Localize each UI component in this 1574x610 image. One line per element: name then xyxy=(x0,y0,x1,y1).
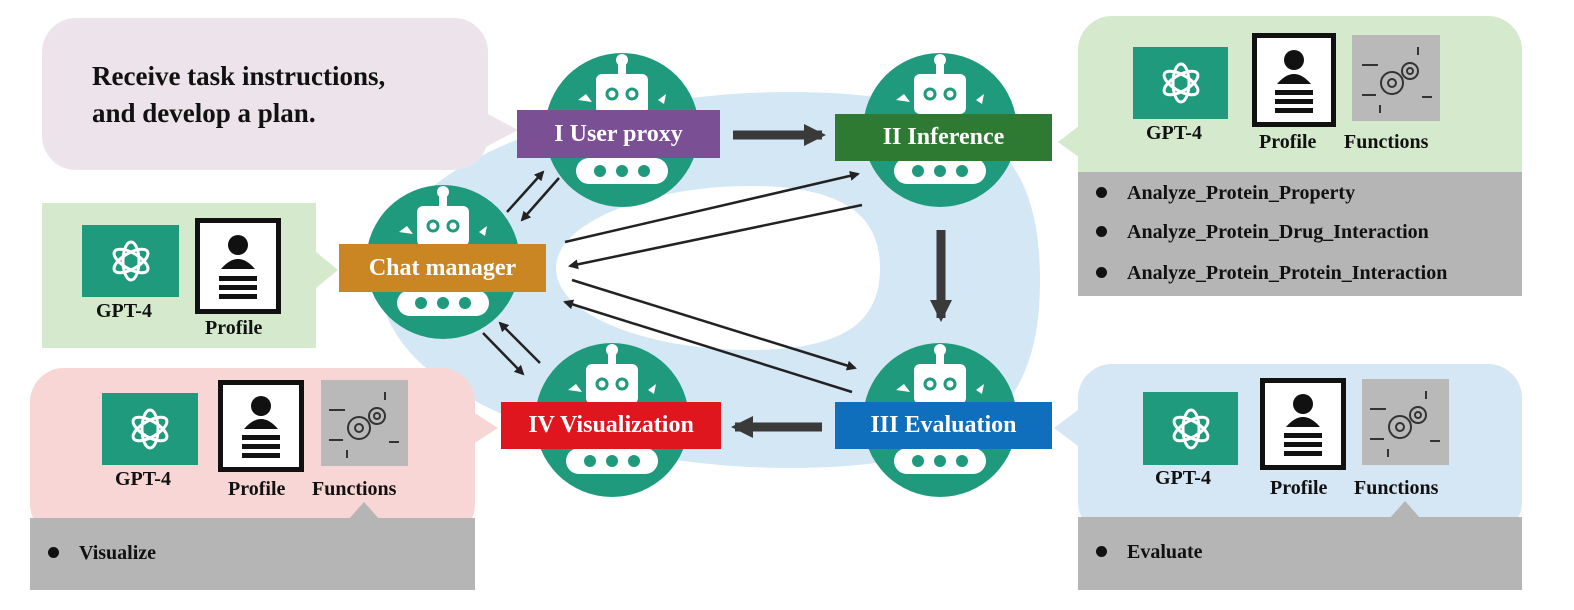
profile-card-icon xyxy=(1252,33,1336,127)
function-item: Analyze_Protein_Property xyxy=(1096,182,1355,205)
arrow-chat-to-visualization xyxy=(498,321,541,364)
evaluation-model-label: GPT-4 xyxy=(1155,467,1211,489)
evaluation-panel-tail xyxy=(1054,410,1078,446)
arrow-inference-to-chat xyxy=(568,203,863,270)
inference-profile-label: Profile xyxy=(1259,131,1317,153)
ring-background xyxy=(380,92,1040,468)
task-line-1: Receive task instructions, xyxy=(92,61,386,91)
task-line-2: and develop a plan. xyxy=(92,98,316,128)
visualization-profile-label: Profile xyxy=(228,478,286,500)
arrow-evaluation-to-chat xyxy=(563,299,853,394)
chat-manager-model-label: GPT-4 xyxy=(96,300,152,322)
openai-logo-icon xyxy=(102,393,198,465)
gears-circuit-icon xyxy=(321,380,408,466)
visualization-list-pointer xyxy=(348,502,380,520)
agent-label-user-proxy[interactable]: I User proxy xyxy=(517,110,720,158)
openai-logo-icon xyxy=(1133,47,1228,119)
arrow-chat-to-inference xyxy=(564,170,860,244)
evaluation-list-pointer xyxy=(1389,501,1421,519)
function-item-label: Visualize xyxy=(79,542,157,564)
inference-panel-tail xyxy=(1058,125,1080,158)
function-item-label: Analyze_Protein_Drug_Interaction xyxy=(1127,221,1429,243)
function-item-label: Analyze_Protein_Protein_Interaction xyxy=(1127,262,1448,284)
openai-logo-icon xyxy=(1143,392,1238,465)
function-item: Evaluate xyxy=(1096,541,1203,564)
function-item-label: Evaluate xyxy=(1127,541,1203,563)
task-bubble-tail xyxy=(484,112,518,148)
visualization-functions-label: Functions xyxy=(312,478,397,500)
chat-panel-tail xyxy=(316,252,338,288)
arrow-chat-to-userproxy xyxy=(506,170,545,213)
visualization-model-label: GPT-4 xyxy=(115,468,171,490)
function-item-label: Analyze_Protein_Property xyxy=(1127,182,1356,204)
function-item: Visualize xyxy=(48,542,156,565)
task-bubble xyxy=(42,18,488,170)
evaluation-profile-label: Profile xyxy=(1270,477,1328,499)
arrow-userproxy-to-chat xyxy=(520,177,560,222)
visualization-function-list xyxy=(30,518,475,590)
arrow-visualization-to-chat xyxy=(482,332,525,376)
chat-manager-profile-label: Profile xyxy=(205,317,263,339)
gears-circuit-icon xyxy=(1362,379,1449,465)
evaluation-functions-label: Functions xyxy=(1354,477,1439,499)
openai-logo-icon xyxy=(82,225,179,297)
inference-functions-label: Functions xyxy=(1344,131,1429,153)
visualization-panel-tail xyxy=(470,410,498,446)
profile-card-icon xyxy=(1260,378,1346,470)
evaluation-function-list xyxy=(1078,517,1522,590)
agent-label-chat-manager[interactable]: Chat manager xyxy=(339,244,546,292)
gears-circuit-icon xyxy=(1352,35,1440,121)
profile-card-icon xyxy=(218,380,304,472)
inference-function-list xyxy=(1078,172,1522,296)
profile-card-icon xyxy=(195,218,281,314)
agent-label-evaluation[interactable]: III Evaluation xyxy=(835,402,1052,449)
function-item: Analyze_Protein_Drug_Interaction xyxy=(1096,221,1429,244)
arrow-chat-to-evaluation xyxy=(571,278,857,371)
task-description: Receive task instructions, and develop a… xyxy=(92,58,472,132)
function-item: Analyze_Protein_Protein_Interaction xyxy=(1096,262,1447,285)
agent-label-visualization[interactable]: IV Visualization xyxy=(501,402,721,449)
inference-model-label: GPT-4 xyxy=(1146,122,1202,144)
agent-label-inference[interactable]: II Inference xyxy=(835,114,1052,161)
